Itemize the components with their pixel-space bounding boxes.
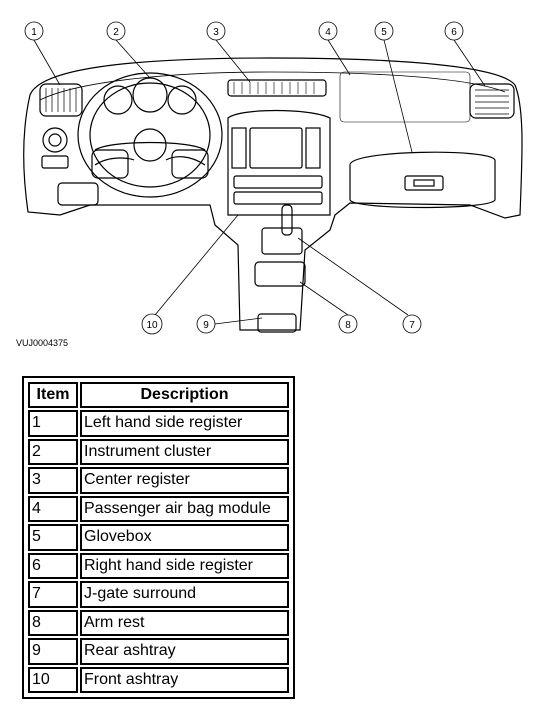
callout-3 [206,21,226,41]
passenger-airbag-module [339,71,471,123]
callout-5 [374,21,394,41]
legend-item-number: 3 [28,467,78,494]
legend-item-description: Arm rest [80,609,289,636]
legend-item-description: Rear ashtray [80,638,289,665]
rear-ashtray [257,313,297,333]
legend-item-description: Front ashtray [80,666,289,693]
glovebox [349,151,496,209]
legend-item-description: Glovebox [80,524,289,551]
legend-item-number: 9 [28,638,78,665]
legend-item-number: 1 [28,410,78,437]
arm-rest [254,261,306,287]
callout-label-4: 4 [325,27,331,38]
right-register [469,83,515,119]
callout-2 [106,21,126,41]
reference-code: VUJ0004375 [16,338,69,348]
legend-item-number: 4 [28,495,78,522]
callout-label-6: 6 [451,27,457,38]
callout-4 [318,21,338,41]
legend-item-description: Instrument cluster [80,438,289,465]
instrument-cluster [77,72,223,198]
left-register [39,83,83,117]
j-gate [261,204,303,255]
callout-label-1: 1 [31,27,37,38]
legend-item-number: 8 [28,609,78,636]
callout-label-5: 5 [381,27,387,38]
callout-label-9: 9 [203,320,209,331]
callout-6 [444,21,464,41]
legend-header-description: Description [80,382,289,408]
callout-8 [338,314,358,334]
callout-label-10: 10 [146,320,158,331]
legend-item-number: 7 [28,581,78,608]
callout-label-2: 2 [113,27,119,38]
center-console [227,109,331,216]
center-register [227,79,327,97]
callout-label-8: 8 [345,320,351,331]
callout-label-3: 3 [213,27,219,38]
callout-9 [196,314,216,334]
callout-10 [141,313,163,335]
legend-item-description: Right hand side register [80,552,289,579]
legend-item-number: 6 [28,552,78,579]
callout-label-7: 7 [409,320,415,331]
legend-item-description: J-gate surround [80,581,289,608]
legend-item-description: Left hand side register [80,410,289,437]
dashboard-diagram: 1 2 3 4 5 6 7 8 9 10 [23,21,523,335]
legend-header-item: Item [28,382,78,408]
legend-item-number: 2 [28,438,78,465]
legend-item-number: 10 [28,666,78,693]
dashboard-outline [23,57,523,331]
legend-item-description: Center register [80,467,289,494]
callout-1 [24,21,44,41]
legend-header-row: Item Description [28,382,289,408]
legend-item-description: Passenger air bag module [80,495,289,522]
callout-7 [402,314,422,334]
legend-item-number: 5 [28,524,78,551]
